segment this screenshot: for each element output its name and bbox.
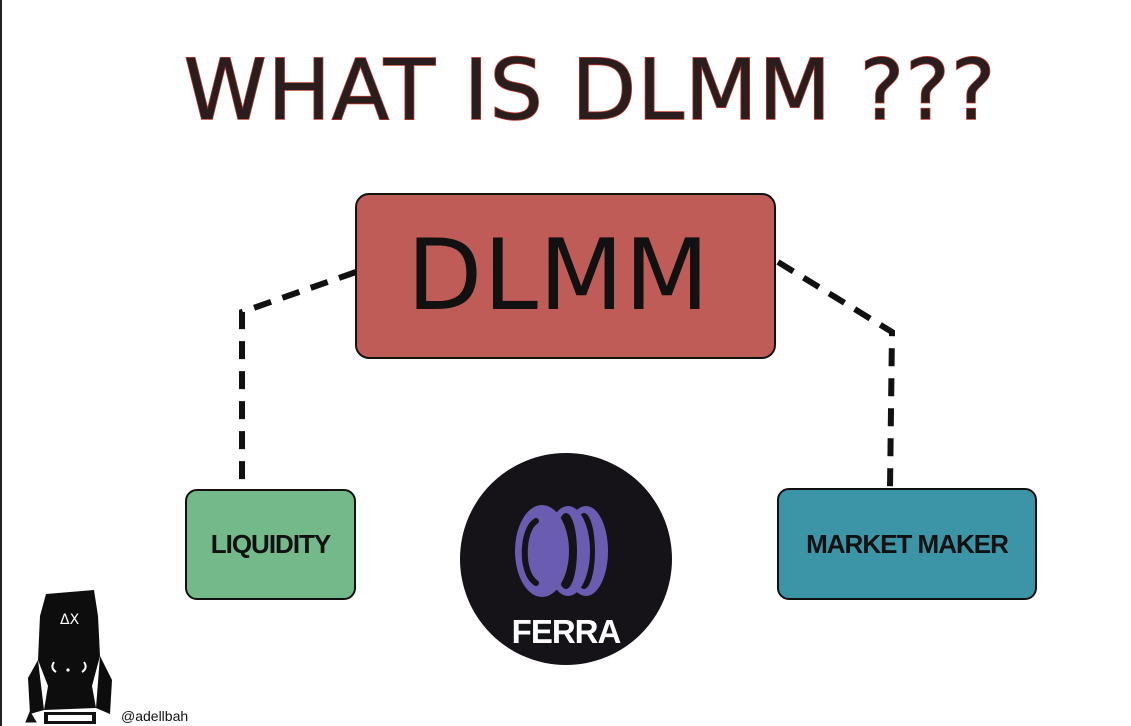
svg-text:ΔX: ΔX: [60, 612, 80, 628]
avatar-character-icon: ΔX: [25, 590, 112, 724]
connector-left: [239, 269, 357, 488]
connector-right: [776, 259, 896, 489]
right-node-label: MARKET MAKER: [806, 528, 1009, 559]
ferra-logo-badge: FERRA: [460, 453, 672, 665]
ferra-logo-text: FERRA: [511, 613, 622, 650]
left-border-line: [0, 0, 2, 726]
left-node-label: LIQUIDITY: [210, 529, 332, 559]
right-node-market-maker: MARKET MAKER: [777, 488, 1037, 600]
center-node-dlmm: DLMM: [355, 193, 776, 359]
left-node-liquidity: LIQUIDITY: [185, 489, 356, 600]
ferra-logo-icon: [515, 505, 608, 597]
page-title: WHAT IS DLMM ???: [183, 41, 997, 139]
center-node-label: DLMM: [406, 219, 711, 333]
author-handle: @adellbah: [121, 708, 189, 724]
